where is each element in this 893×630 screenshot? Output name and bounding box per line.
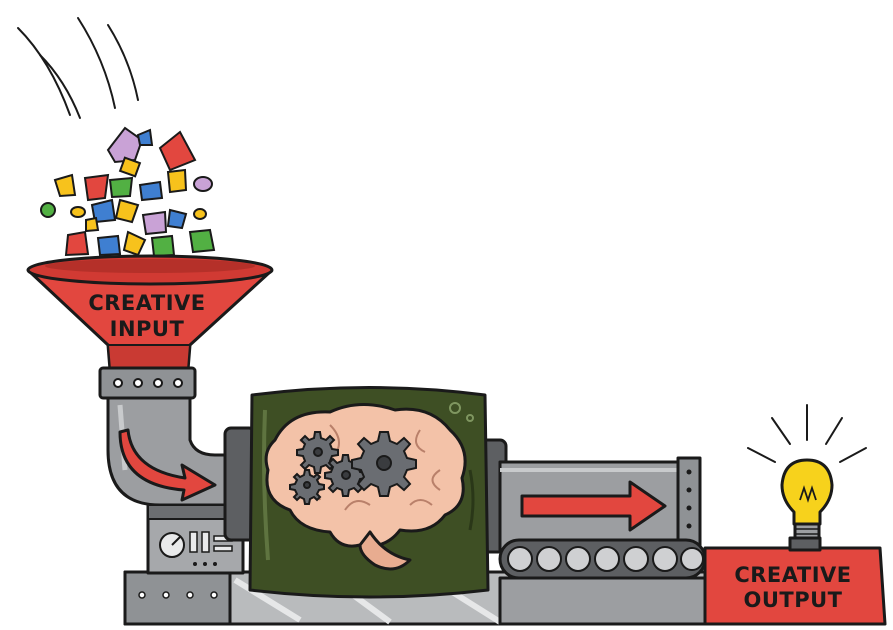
- input-label-line1: CREATIVE: [88, 291, 205, 315]
- output-label-line1: CREATIVE: [734, 563, 851, 587]
- right-arrow-icon: [118, 428, 217, 502]
- confetti-pieces-icon: [40, 126, 216, 258]
- output-box: [703, 536, 887, 626]
- lightbulb-icon: [747, 404, 867, 540]
- output-label-line2: OUTPUT: [744, 588, 843, 612]
- funnel-collar: [98, 366, 197, 400]
- brain-with-gears-icon: [264, 402, 467, 571]
- right-arrow-icon: [520, 480, 667, 532]
- motion-lines: [17, 17, 139, 119]
- input-funnel: [26, 254, 274, 372]
- conveyor-belt: [498, 538, 707, 626]
- input-label-line2: INPUT: [110, 317, 185, 341]
